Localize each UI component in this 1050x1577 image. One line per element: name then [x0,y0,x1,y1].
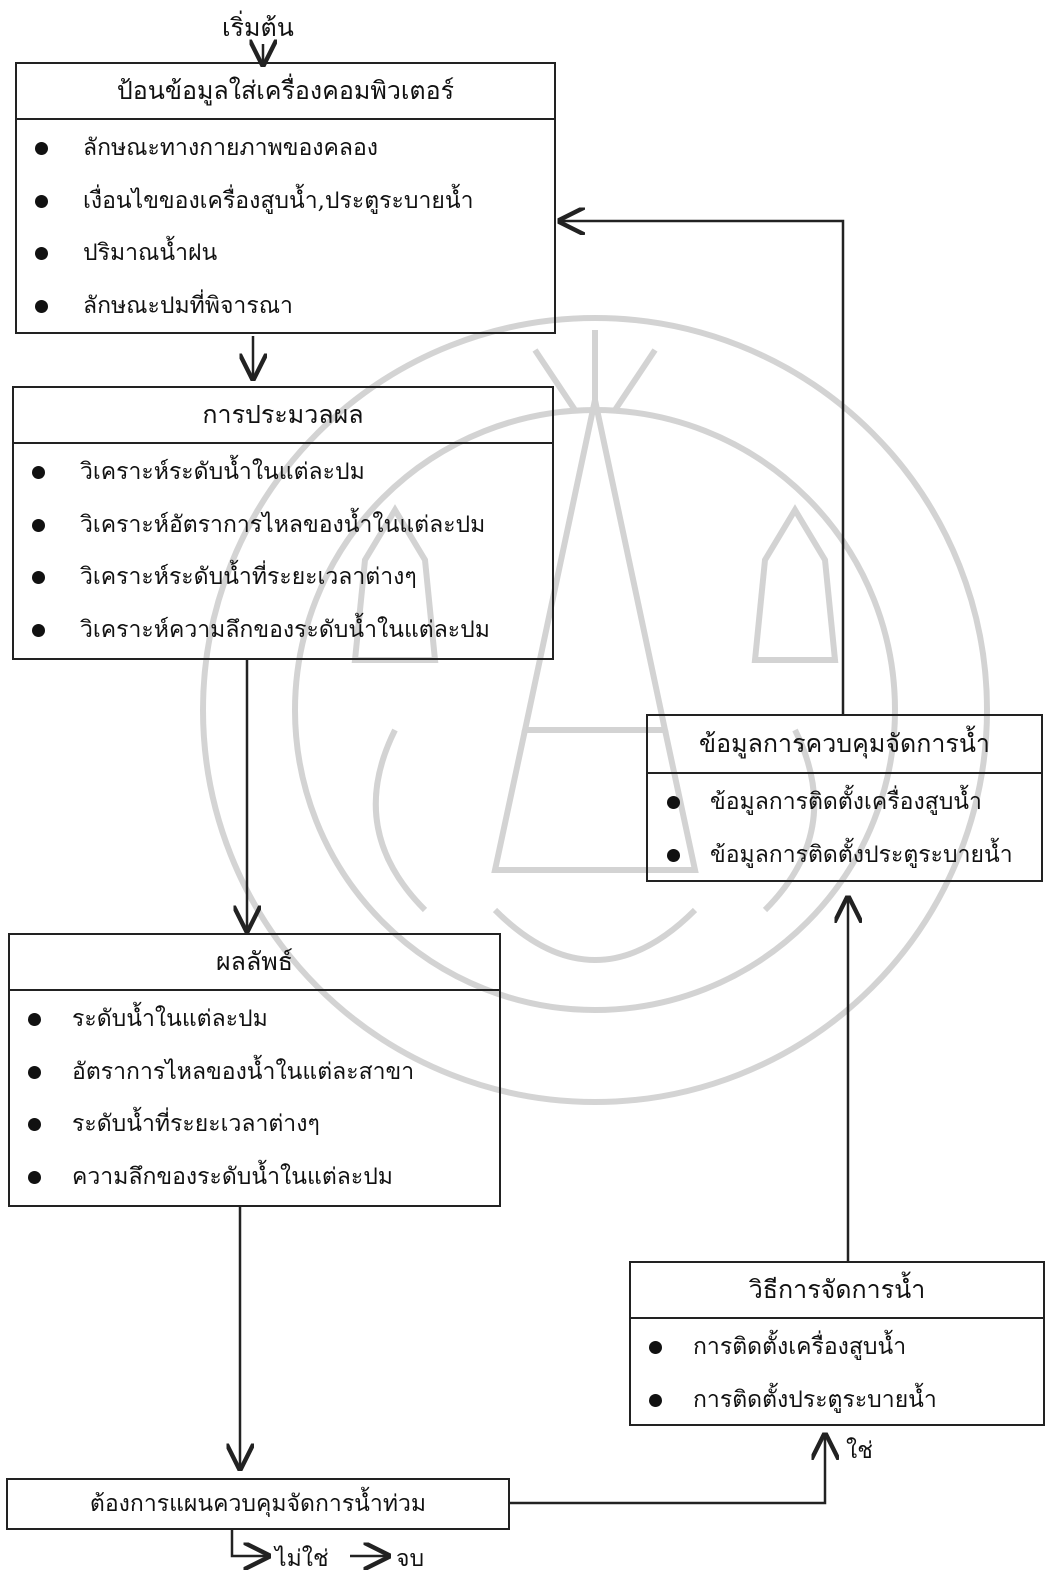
decision-box: ต้องการแผนควบคุมจัดการน้ำท่วม [6,1478,510,1530]
list-item: ระดับน้ำที่ระยะเวลาต่างๆ [10,1098,499,1151]
list-item: การติดตั้งเครื่องสูบน้ำ [631,1321,1043,1374]
decision-text: ต้องการแผนควบคุมจัดการน้ำท่วม [89,1491,427,1517]
list-item: ข้อมูลการติดตั้งเครื่องสูบน้ำ [648,776,1041,829]
list-item: วิเคราะห์ระดับน้ำในแต่ละปม [14,446,552,499]
bullet-icon [35,142,48,155]
control-info-title: ข้อมูลการควบคุมจัดการน้ำ [648,716,1041,774]
input-box-title: ป้อนข้อมูลใส่เครื่องคอมพิวเตอร์ [17,64,554,120]
input-data-box: ป้อนข้อมูลใส่เครื่องคอมพิวเตอร์ ลักษณะทา… [15,62,556,334]
start-label: เริ่มต้น [222,13,294,42]
result-items: ระดับน้ำในแต่ละปม อัตราการไหลของน้ำในแต่… [10,991,499,1203]
bullet-icon [35,299,48,313]
bullet-icon [28,1013,41,1026]
list-item: อัตราการไหลของน้ำในแต่ละสาขา [10,1046,499,1099]
bullet-icon [667,848,680,862]
list-item: การติดตั้งประตูระบายน้ำ [631,1374,1043,1427]
bullet-icon [32,518,45,532]
bullet-icon [649,1341,662,1354]
bullet-icon [35,194,48,208]
list-item: วิเคราะห์อัตราการไหลของน้ำในแต่ละปม [14,499,552,552]
watermark-seal [200,315,990,1105]
processing-box: การประมวลผล วิเคราะห์ระดับน้ำในแต่ละปม ว… [12,386,554,660]
method-items: การติดตั้งเครื่องสูบน้ำ การติดตั้งประตูร… [631,1319,1043,1426]
bullet-icon [28,1065,41,1079]
bullet-icon [35,247,48,260]
bullet-icon [28,1170,41,1184]
list-item: วิเคราะห์ความลึกของระดับน้ำในแต่ละปม [14,604,552,657]
list-item: ความลึกของระดับน้ำในแต่ละปม [10,1151,499,1204]
bullet-icon [32,623,45,637]
no-label: ไม่ใช่ [275,1546,329,1572]
control-info-box: ข้อมูลการควบคุมจัดการน้ำ ข้อมูลการติดตั้… [646,714,1043,882]
list-item: ข้อมูลการติดตั้งประตูระบายน้ำ [648,829,1041,882]
bullet-icon [32,466,45,479]
processing-box-title: การประมวลผล [14,388,552,444]
list-item: ระดับน้ำในแต่ละปม [10,993,499,1046]
processing-items: วิเคราะห์ระดับน้ำในแต่ละปม วิเคราะห์อัตร… [14,444,552,656]
list-item: ปริมาณน้ำฝน [17,227,554,280]
water-management-method-box: วิธีการจัดการน้ำ การติดตั้งเครื่องสูบน้ำ… [629,1261,1045,1426]
arrow-control-to-input [560,221,845,714]
list-item: เงื่อนไขของเครื่องสูบน้ำ,ประตูระบายน้ำ [17,175,554,228]
list-item: วิเคราะห์ระดับน้ำที่ระยะเวลาต่างๆ [14,551,552,604]
input-items: ลักษณะทางกายภาพของคลอง เงื่อนไขของเครื่อ… [17,120,554,332]
bullet-icon [649,1393,662,1407]
list-item: ลักษณะปมที่พิจารณา [17,280,554,333]
list-item: ลักษณะทางกายภาพของคลอง [17,122,554,175]
end-label: จบ [396,1546,425,1572]
result-box-title: ผลลัพธ์ [10,935,499,991]
bullet-icon [32,571,45,584]
method-box-title: วิธีการจัดการน้ำ [631,1263,1043,1319]
yes-label: ใช่ [846,1438,873,1464]
bullet-icon [667,796,680,809]
control-info-items: ข้อมูลการติดตั้งเครื่องสูบน้ำ ข้อมูลการต… [648,774,1041,881]
bullet-icon [28,1118,41,1131]
result-box: ผลลัพธ์ ระดับน้ำในแต่ละปม อัตราการไหลของ… [8,933,501,1207]
arrow-decision-no [230,1530,268,1556]
arrow-decision-to-method [510,1435,825,1505]
